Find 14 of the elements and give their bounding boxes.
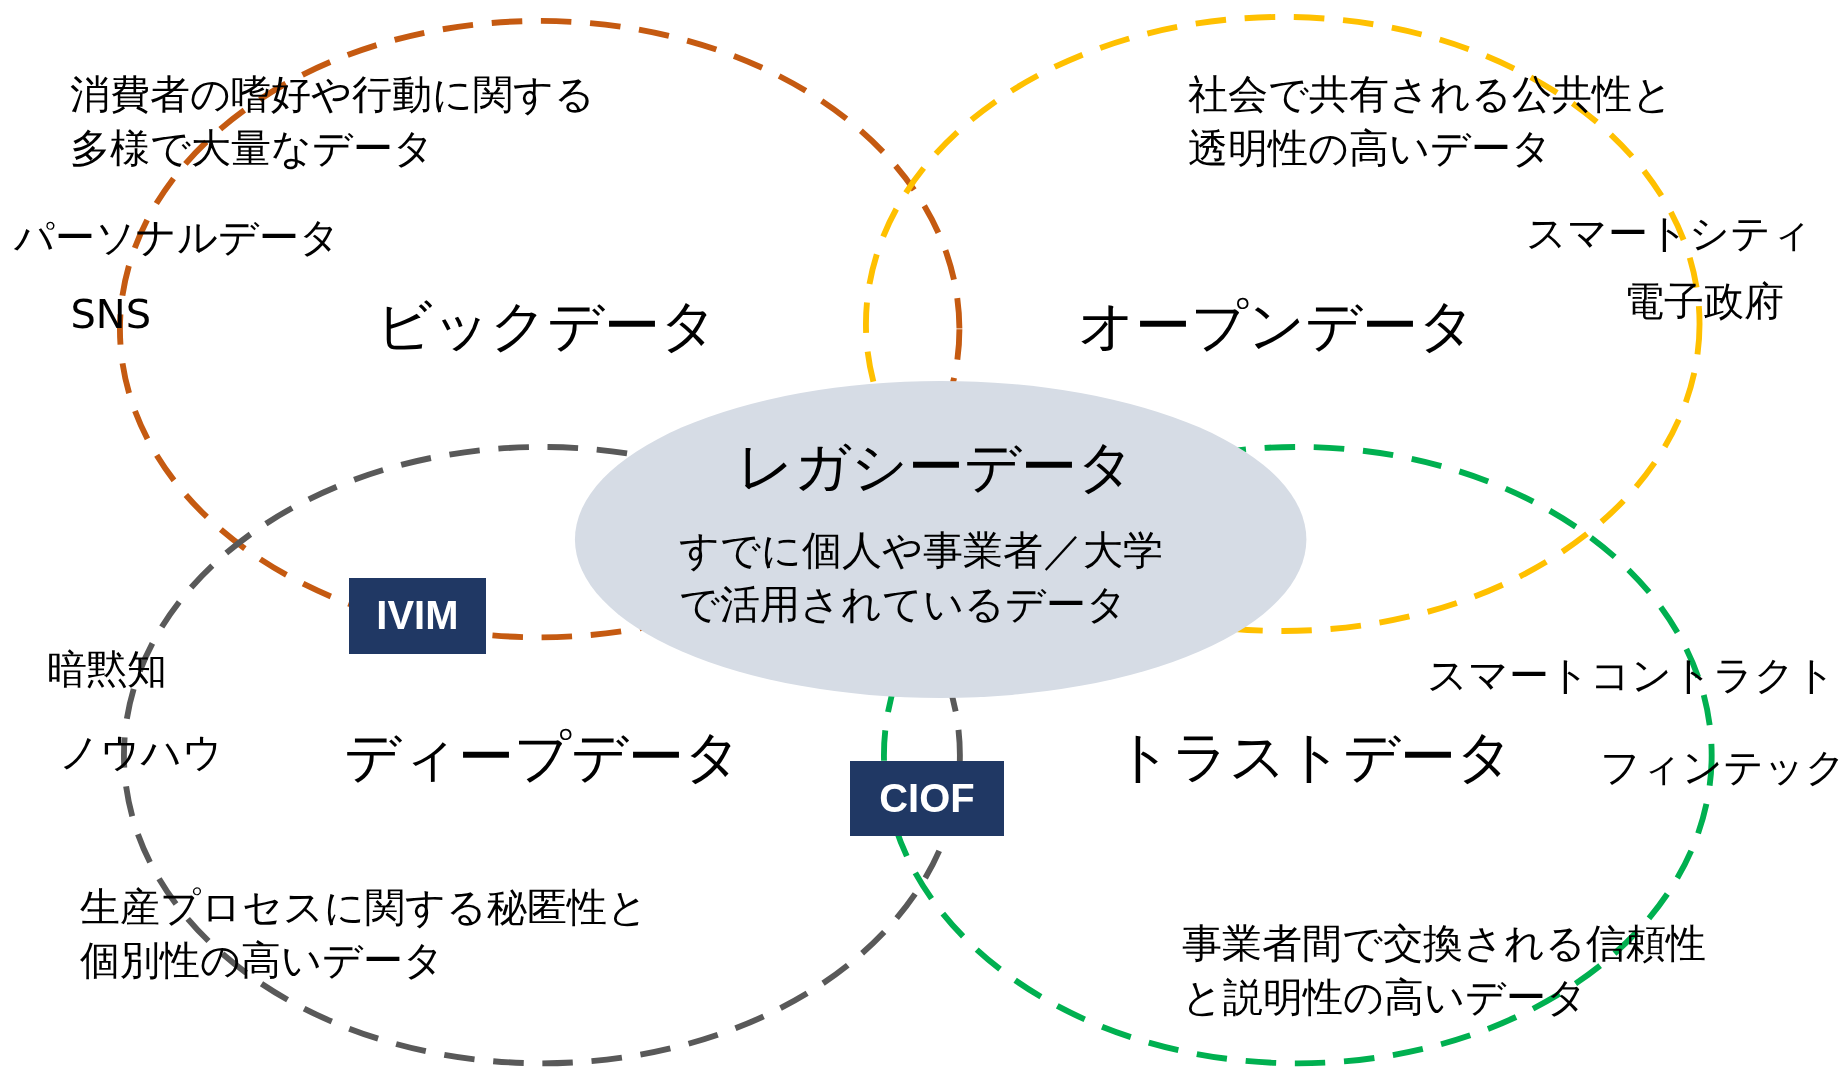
description: 社会で共有される公共性と透明性の高いデータ [1188, 70, 1675, 173]
title: レガシーデータ [737, 432, 1135, 501]
keyword: SNS [70, 289, 151, 339]
description: すでに個人や事業者／大学で活用されているデータ [678, 525, 1164, 629]
title: ビックデータ [375, 291, 717, 360]
keyword: 暗黙知 [46, 645, 167, 695]
description: 事業者間で交換される信頼性と説明性の高いデータ [1182, 918, 1708, 1022]
keyword: スマートシティ [1526, 208, 1813, 258]
title: トラストデータ [1115, 722, 1514, 791]
keyword: スマートコントラクト [1426, 651, 1836, 701]
keyword: 電子政府 [1623, 276, 1784, 326]
title: ディープデータ [344, 722, 741, 791]
tag-label: CIOF [850, 760, 1004, 836]
title: オープンデータ [1077, 291, 1475, 360]
